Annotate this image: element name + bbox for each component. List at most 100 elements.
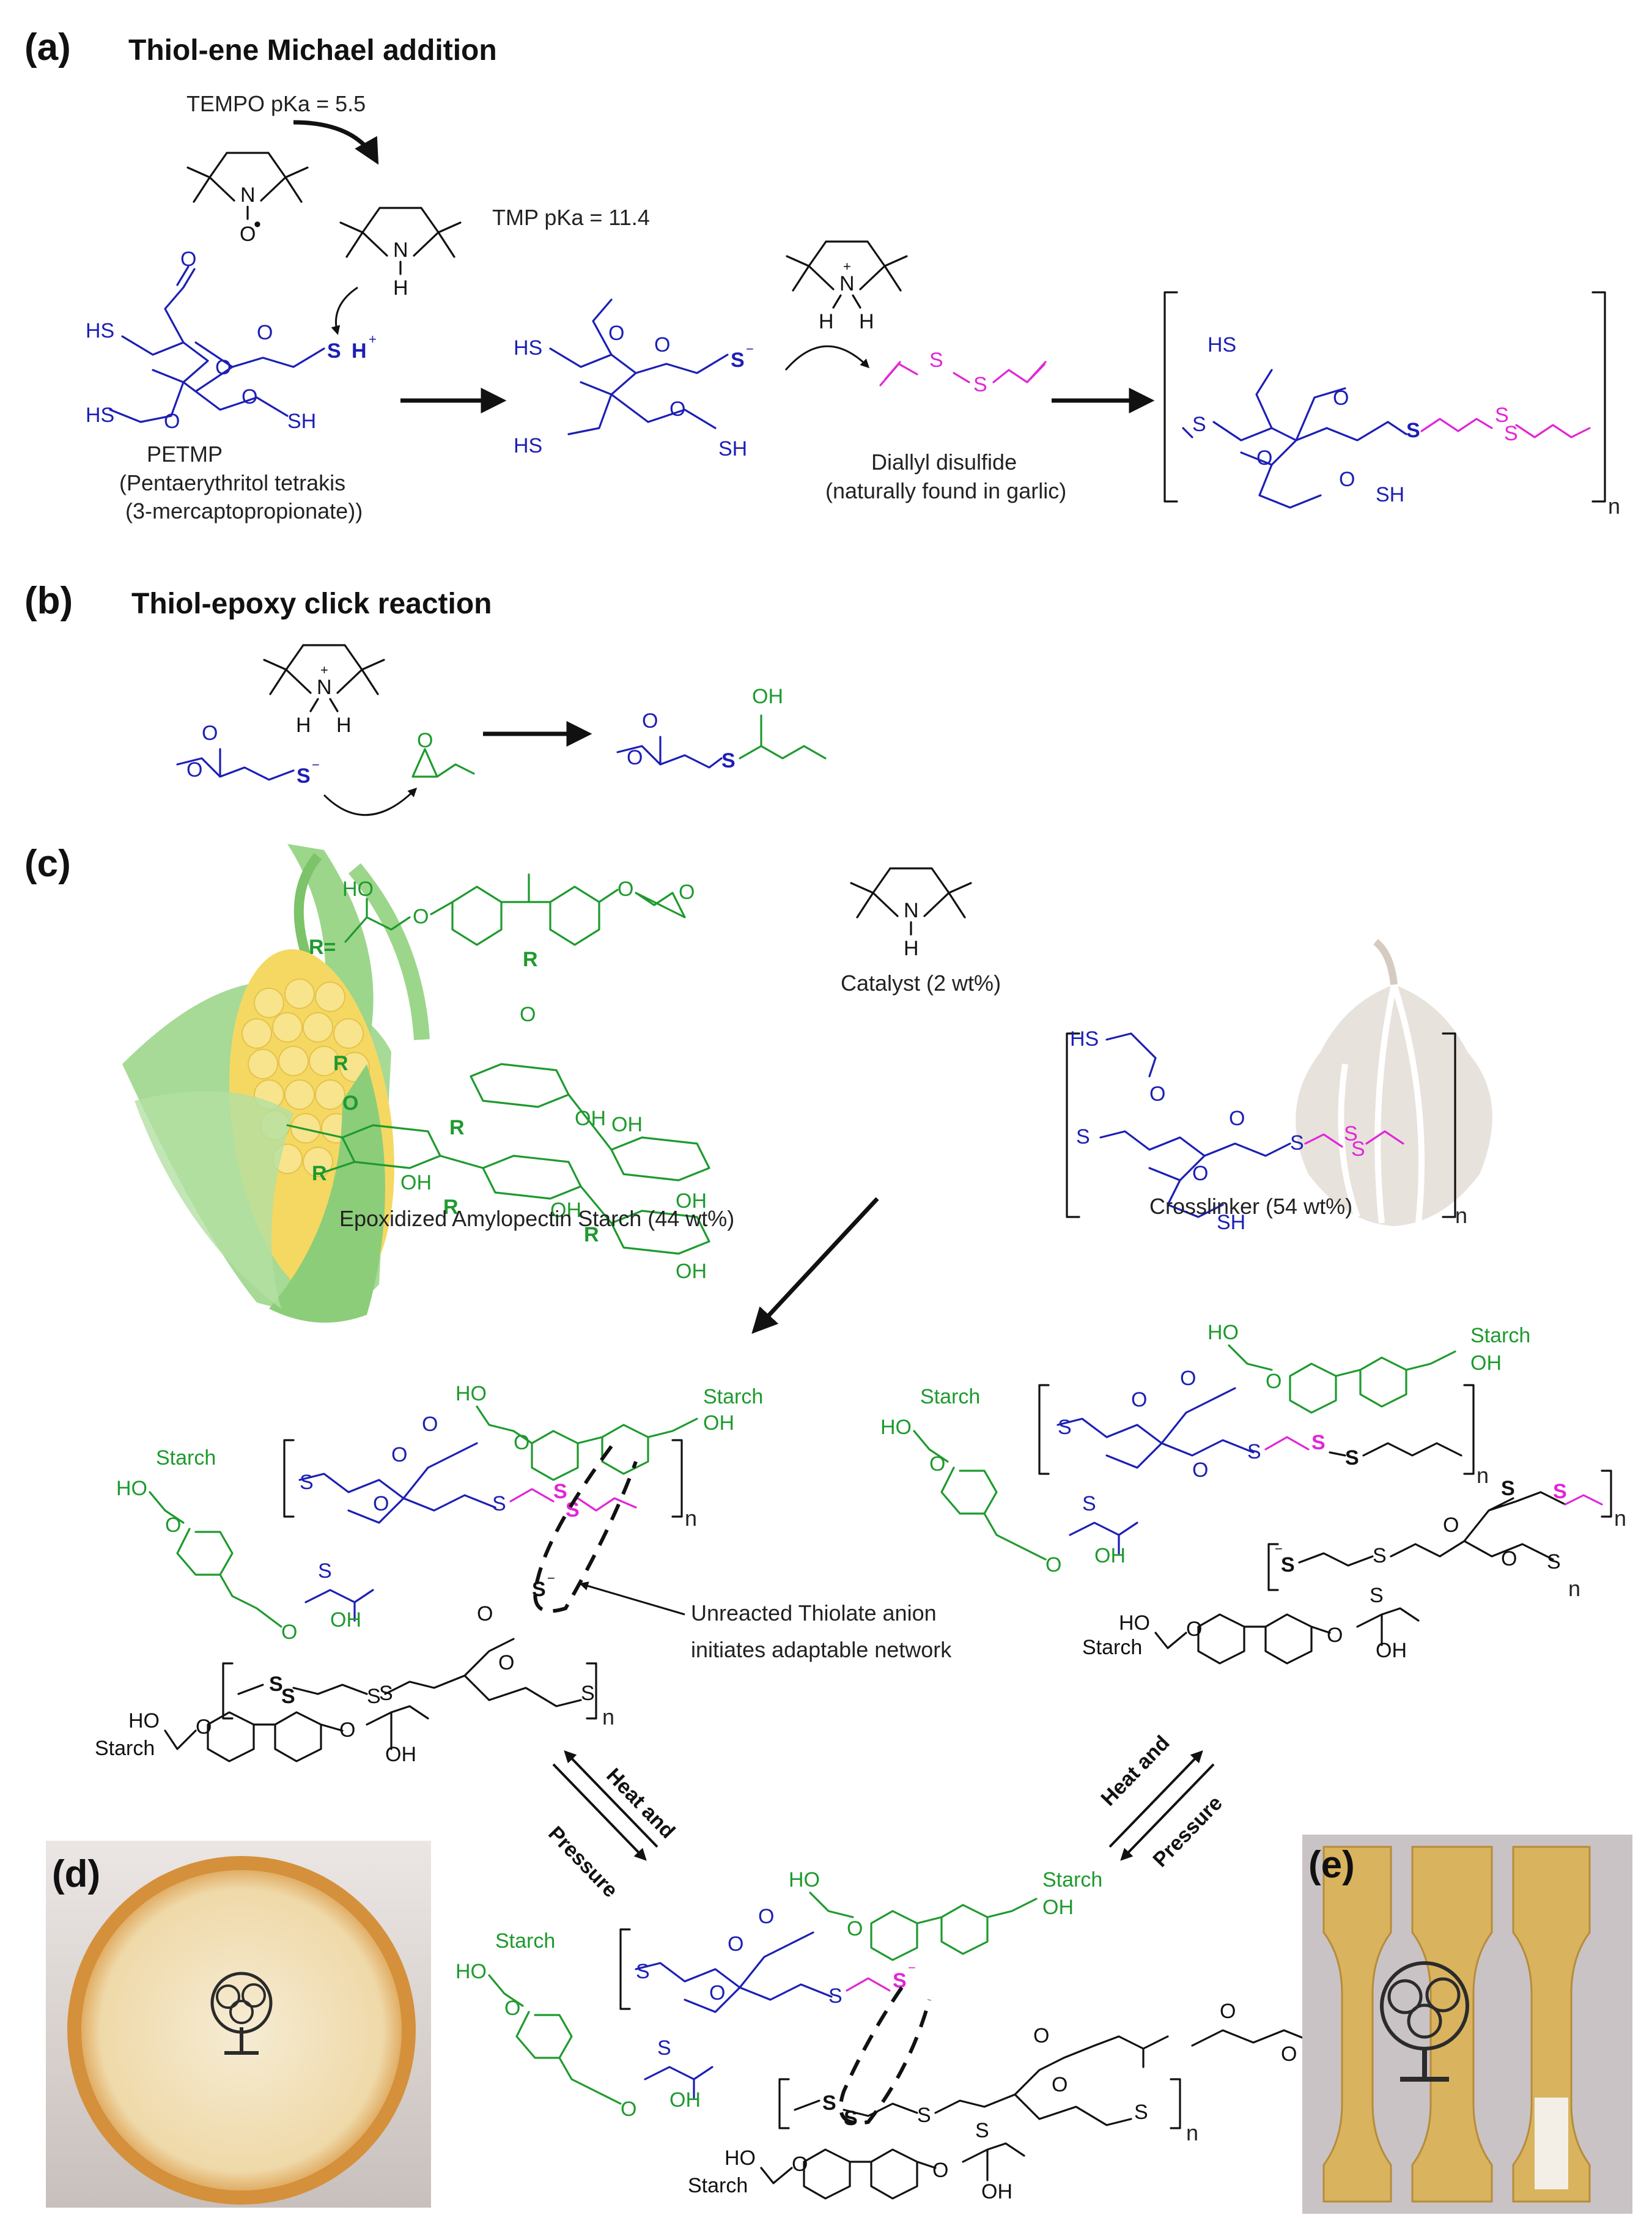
atom-s: S <box>318 1559 332 1583</box>
label-starch: Starch <box>703 1385 763 1408</box>
label-starch: Starch <box>688 2174 748 2197</box>
atom-s: S <box>636 1960 650 1983</box>
atom-s: S <box>566 1498 580 1522</box>
atom-o: O <box>1220 2000 1236 2023</box>
atom-ho: HO <box>116 1477 147 1500</box>
atom-o: O <box>1149 1082 1165 1106</box>
atom-o: O <box>514 1431 529 1454</box>
atom-o: O <box>339 1718 355 1742</box>
atom-o: O <box>758 1905 774 1928</box>
atom-ho: HO <box>725 2146 756 2170</box>
petmp-name-2: (3-mercaptopropionate)) <box>125 498 363 523</box>
atom-o: O <box>391 1443 407 1466</box>
atom-oh: OH <box>1470 1352 1502 1375</box>
atom-o: O <box>642 709 658 733</box>
arrow-to-network <box>751 1197 879 1334</box>
panel-b: (b) Thiol-epoxy click reaction N + H H O… <box>24 580 827 816</box>
atom-s: S <box>367 1685 381 1708</box>
atom-s: S <box>1281 1553 1295 1577</box>
atom-h: H <box>859 310 874 333</box>
atom-o: O <box>1327 1624 1343 1647</box>
equilibrium-right: Heat and Pressure <box>1096 1731 1226 1872</box>
atom-s: S <box>1373 1544 1387 1567</box>
subscript-n: n <box>1614 1506 1626 1531</box>
diallyl-disulfide: S S <box>879 349 1047 396</box>
charge-minus: − <box>908 1960 916 1975</box>
tensile-specimen <box>1411 1846 1493 2203</box>
atom-o: O <box>929 1452 945 1476</box>
tempo-structure: N O • <box>186 152 309 246</box>
atom-o: O <box>417 729 433 752</box>
atom-s: S <box>1406 419 1420 442</box>
polymer-product-a: HS S O O O SH S S S n <box>1163 291 1620 519</box>
atom-o: O <box>1333 386 1349 410</box>
panel-label-a: (a) <box>24 26 71 68</box>
crosslinker-structure: HS S O O O SH S S S n <box>1066 1027 1467 1234</box>
atom-o: O <box>477 1602 493 1625</box>
atom-o: O <box>242 385 257 409</box>
thiolate-intermediate: HS O O HS O SH S − <box>514 298 754 460</box>
panel-label-b: (b) <box>24 580 73 622</box>
charge-plus: + <box>843 259 851 274</box>
atom-r: R <box>333 1052 348 1075</box>
atom-o: O <box>1045 1553 1061 1577</box>
atom-hs: HS <box>86 404 114 427</box>
atom-s: S <box>532 1578 546 1601</box>
atom-o: O <box>1192 1162 1208 1185</box>
atom-ho: HO <box>880 1416 912 1439</box>
atom-ho: HO <box>455 1960 487 1983</box>
atom-s: S <box>1290 1131 1304 1155</box>
atom-r-equals: R= <box>309 936 336 959</box>
tmp-label: TMP pKa = 11.4 <box>492 205 650 230</box>
atom-sh: SH <box>1217 1211 1245 1234</box>
atom-o: O <box>1339 468 1355 491</box>
title-thiol-ene: Thiol-ene Michael addition <box>128 34 497 67</box>
atom-s: S <box>721 749 736 772</box>
atom-o: O <box>281 1621 297 1644</box>
atom-oh: OH <box>400 1171 432 1194</box>
atom-r: R <box>584 1223 599 1246</box>
arrow-attack-disulfide <box>784 345 870 371</box>
tensile-specimen <box>1512 1846 1591 2203</box>
charge-minus: − <box>547 1570 555 1586</box>
label-pressure: Pressure <box>544 1822 622 1902</box>
charge-plus: + <box>320 662 328 678</box>
title-thiol-epoxy: Thiol-epoxy click reaction <box>131 588 492 620</box>
crosslinker-label: Crosslinker (54 wt%) <box>1149 1194 1352 1219</box>
garlic-icon <box>1296 939 1492 1226</box>
network-right: HO Starch OH O S O O O S S S n Starch HO… <box>880 1321 1626 1665</box>
tempo-label: TEMPO pKa = 5.5 <box>186 91 366 116</box>
atom-s: S <box>1370 1584 1384 1607</box>
atom-s: S <box>269 1673 283 1696</box>
arrow-ring-opening <box>323 787 418 816</box>
atom-o: O <box>709 1981 725 2005</box>
epoxide-b: O <box>411 729 475 778</box>
atom-o: O <box>215 356 231 379</box>
panel-a: (a) Thiol-ene Michael addition TEMPO pKa… <box>24 26 1620 523</box>
atom-s: S <box>492 1492 506 1515</box>
atom-o: O <box>728 1932 743 1956</box>
charge-minus: − <box>1275 1541 1283 1556</box>
atom-hs: HS <box>1070 1027 1099 1051</box>
petmp-structure: HS O O O HS O O SH S H + <box>86 248 377 433</box>
atom-o: O <box>627 746 643 769</box>
atom-oh: OH <box>1094 1544 1126 1567</box>
charge-minus: − <box>312 757 320 772</box>
atom-h: H <box>296 714 311 737</box>
atom-o: O <box>669 398 685 421</box>
subscript-n: n <box>685 1506 697 1531</box>
thiol-epoxy-product: O O S OH <box>616 685 827 772</box>
atom-ho: HO <box>1208 1321 1239 1344</box>
atom-oh: OH <box>330 1608 361 1632</box>
atom-s: S <box>1504 422 1518 445</box>
atom-oh: OH <box>752 685 783 708</box>
atom-o: O <box>1443 1514 1459 1537</box>
atom-o: O <box>847 1917 863 1940</box>
atom-s: S <box>1058 1416 1072 1439</box>
atom-ho: HO <box>1119 1611 1150 1635</box>
atom-s: S <box>1192 413 1206 436</box>
tmph-structure: N + H H <box>786 240 908 333</box>
atom-o: O <box>186 758 202 782</box>
tree-logo-icon <box>1380 1961 1469 2082</box>
